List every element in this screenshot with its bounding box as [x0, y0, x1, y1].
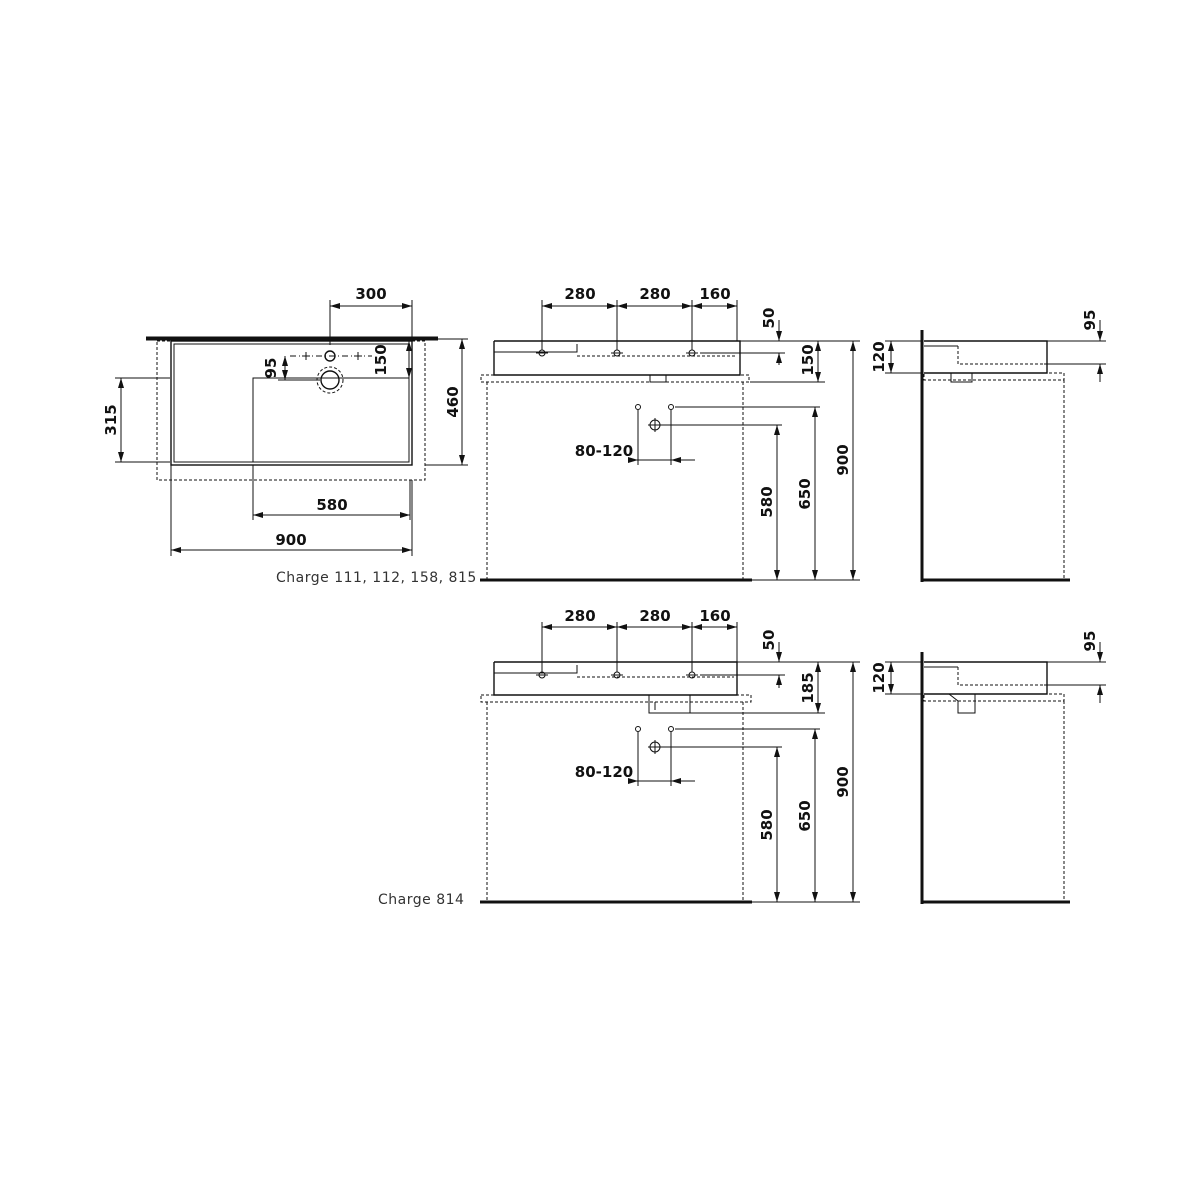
f2-dim-160: 160	[699, 607, 730, 625]
f2-dim-900: 900	[834, 766, 852, 797]
f2-dim-280b: 280	[639, 607, 670, 625]
top-dim-95: 95	[262, 358, 280, 379]
s1-dim-95: 95	[1081, 310, 1099, 331]
front-view-1: 280 280 160 50 150 80-120 580 65	[276, 285, 860, 586]
top-dim-300: 300	[355, 285, 386, 303]
f1-dim-50: 50	[760, 308, 778, 329]
f2-dim-185: 185	[799, 672, 817, 703]
top-view: 300 150 95 460 315 580	[102, 285, 468, 556]
s2-dim-120: 120	[870, 662, 888, 693]
f1-dim-280a: 280	[564, 285, 595, 303]
s1-dim-120: 120	[870, 341, 888, 372]
f2-dim-580: 580	[758, 809, 776, 840]
top-dim-900: 900	[275, 531, 306, 549]
f2-dim-80-120: 80-120	[575, 763, 633, 781]
top-dim-460: 460	[444, 386, 462, 417]
front-view-2: 280 280 160 50 185 80-120 580 650	[378, 607, 860, 908]
f1-dim-80-120: 80-120	[575, 442, 633, 460]
f1-dim-160: 160	[699, 285, 730, 303]
f1-dim-650: 650	[796, 478, 814, 509]
top-dim-580: 580	[316, 496, 347, 514]
caption-charge-1: Charge 111, 112, 158, 815	[276, 570, 477, 586]
top-dim-315: 315	[102, 404, 120, 435]
top-dim-150: 150	[372, 344, 390, 375]
f1-dim-580: 580	[758, 486, 776, 517]
f1-dim-150: 150	[799, 344, 817, 375]
f1-dim-900: 900	[834, 444, 852, 475]
side-view-2: 120 95	[870, 631, 1106, 904]
side-view-1: 120 95	[870, 310, 1106, 582]
s2-dim-95: 95	[1081, 631, 1099, 652]
f2-dim-650: 650	[796, 800, 814, 831]
f2-dim-280a: 280	[564, 607, 595, 625]
caption-charge-2: Charge 814	[378, 892, 464, 908]
f2-dim-50: 50	[760, 630, 778, 651]
f1-dim-280b: 280	[639, 285, 670, 303]
